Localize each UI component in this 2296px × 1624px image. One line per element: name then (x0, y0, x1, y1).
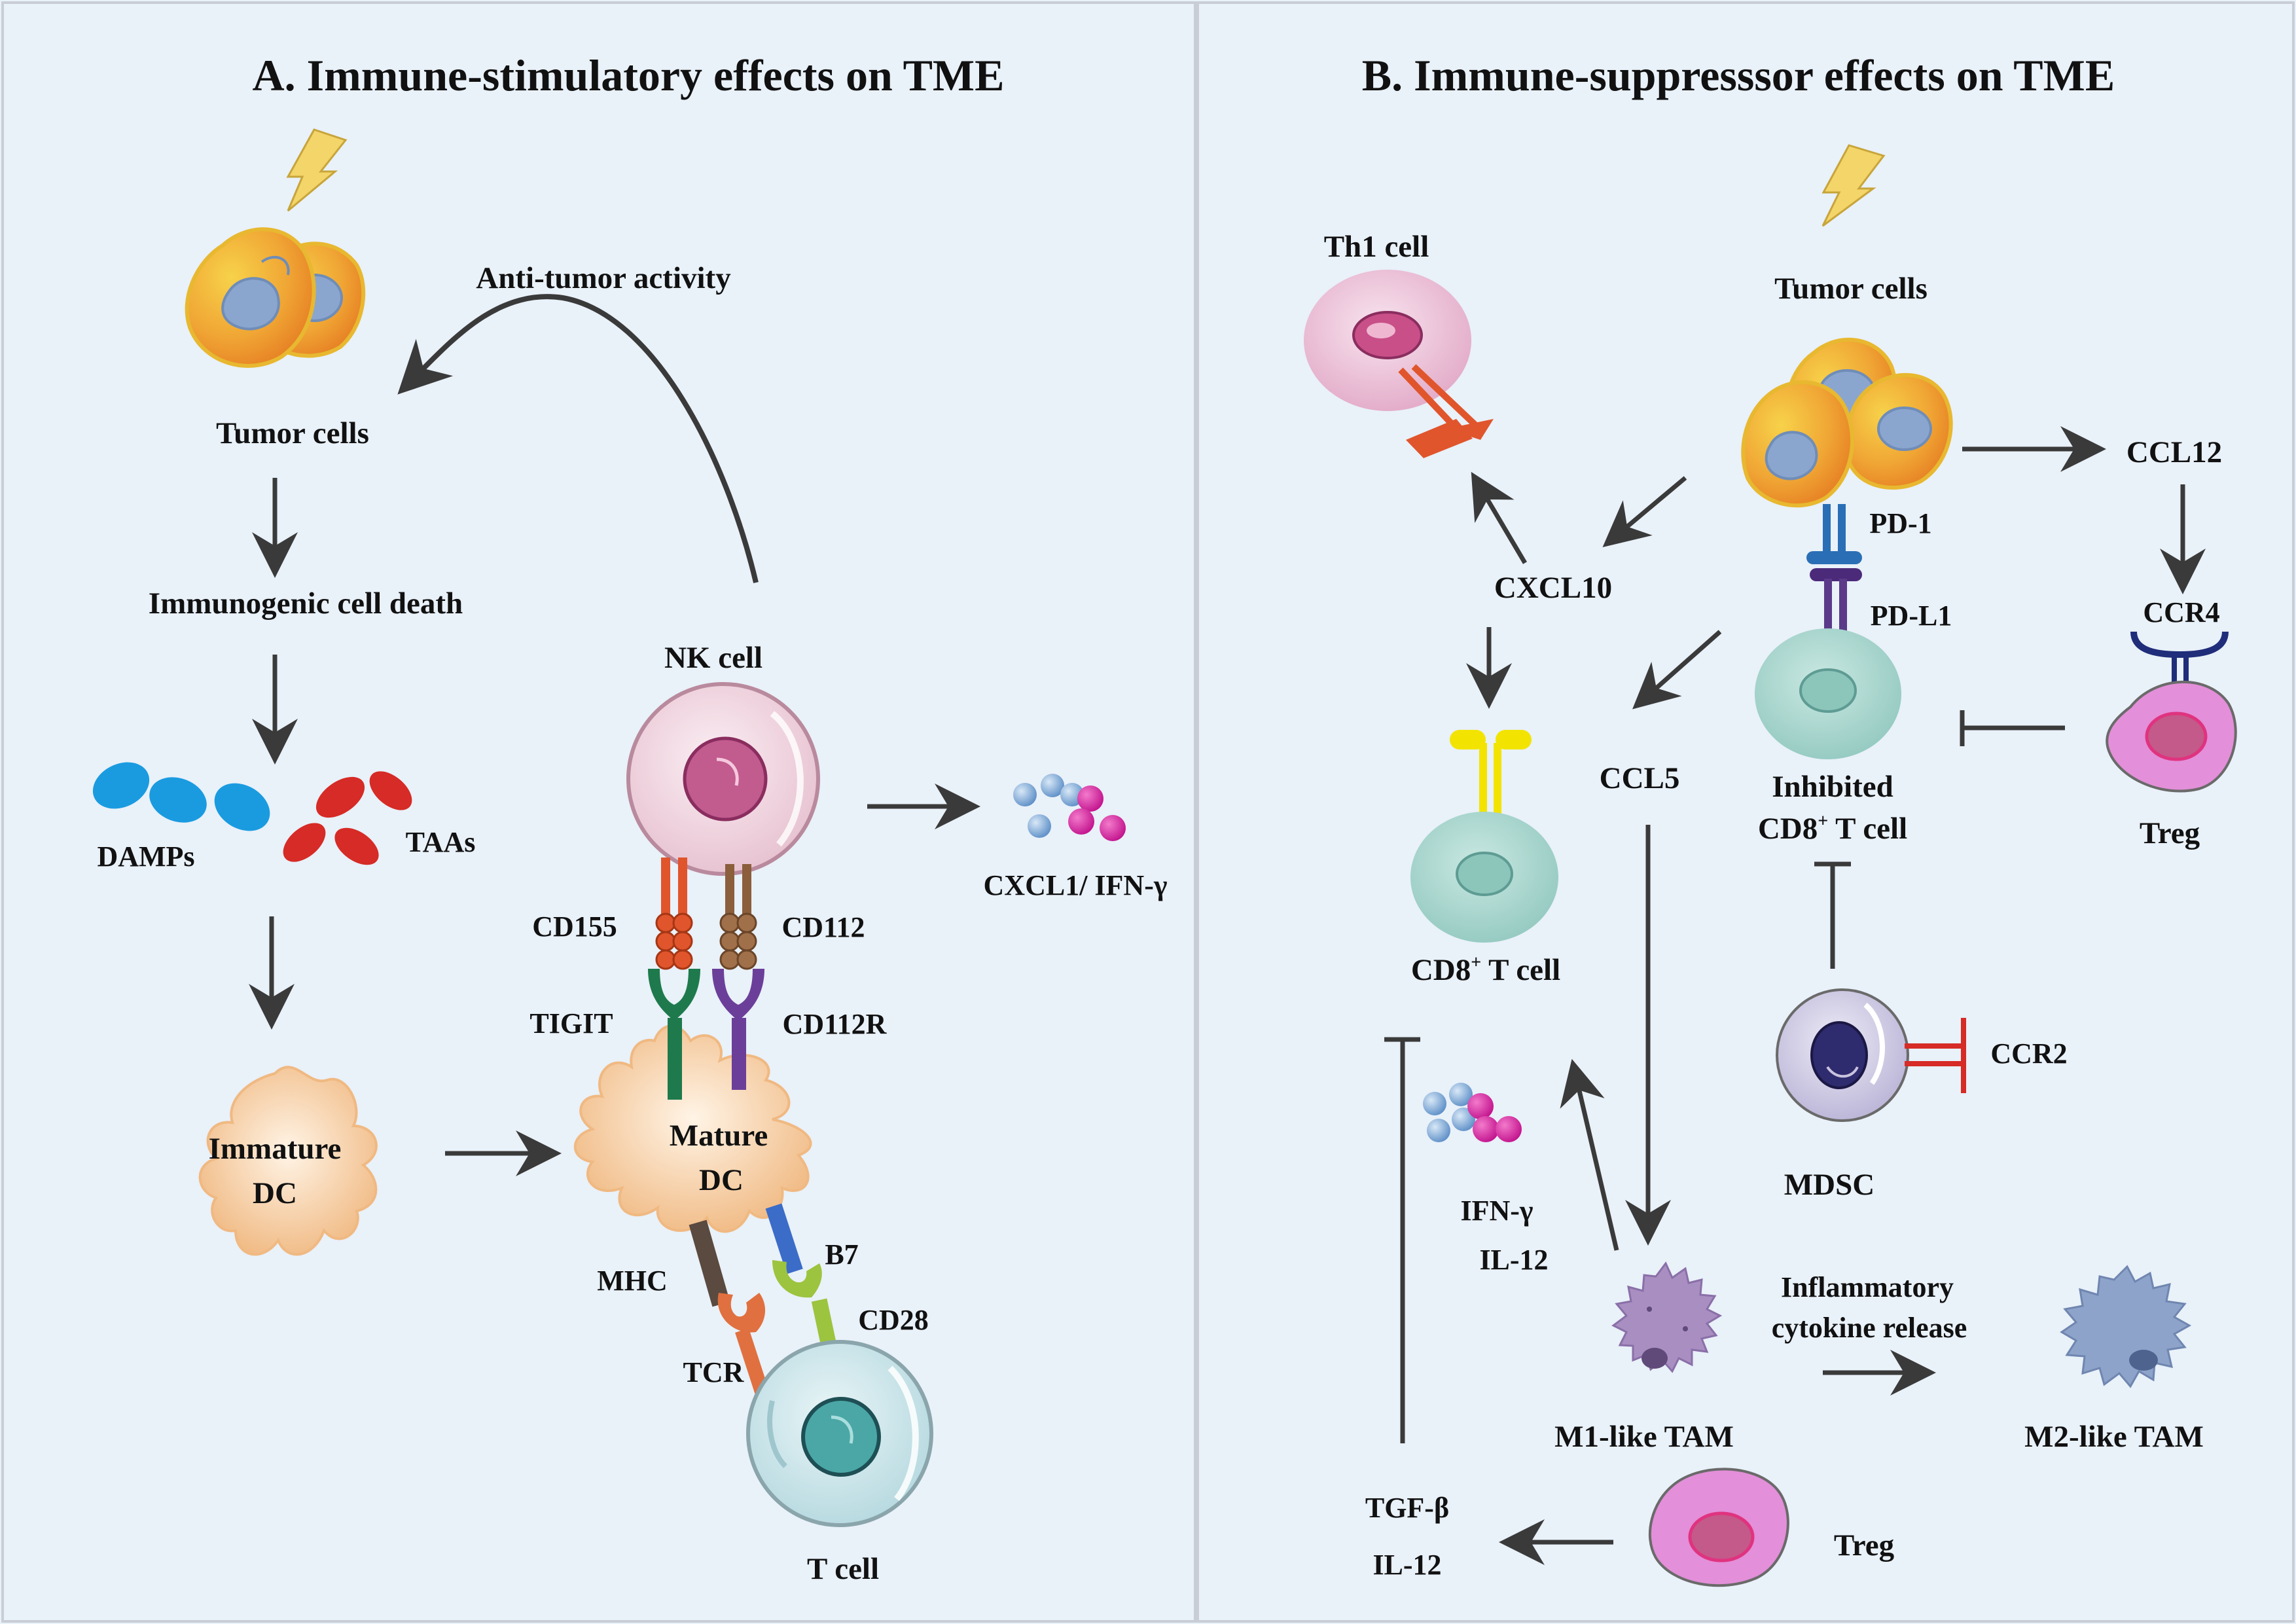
tigit-receptor (648, 969, 700, 1100)
icd-label: Immunogenic cell death (149, 586, 463, 621)
m2-tam-label: M2-like TAM (2024, 1420, 2204, 1454)
treg-bottom-cell (1648, 1468, 1789, 1587)
cytokines-a-label: CXCL1/ IFN-γ (984, 869, 1168, 901)
taas-label: TAAs (406, 826, 476, 858)
cytokine-particles-b (1423, 1083, 1522, 1142)
ccl5-label: CCL5 (1600, 761, 1680, 795)
ifn-label: IFN-γ (1460, 1195, 1533, 1227)
mdsc-label: MDSC (1784, 1168, 1874, 1202)
ccr4-label: CCR4 (2143, 596, 2219, 628)
cd112-ligand (719, 864, 757, 970)
arrow-tumor-to-cxcl10 (1602, 476, 1687, 547)
panel-b-title: B. Immune-suppresssor effects on TME (1362, 50, 2115, 100)
b7-molecule (765, 1203, 803, 1274)
treg-top-cell (2106, 631, 2237, 793)
arrow-cxcl10-to-th1 (1471, 471, 1528, 564)
mhc-label: MHC (597, 1265, 668, 1297)
treg-bottom-label: Treg (1834, 1528, 1895, 1562)
tumor-cells-b-label: Tumor cells (1774, 272, 1928, 306)
cd8-text: CD8 (1411, 953, 1471, 987)
inhibited-label-2: CD8+ T cell (1758, 811, 1907, 846)
tgfb-label: TGF-β (1365, 1492, 1449, 1524)
t-cell (746, 1340, 933, 1527)
ccl12-label: CCL12 (2126, 435, 2222, 469)
cd155-ligand (655, 857, 693, 970)
immature-dc-label-1: Immature (209, 1132, 342, 1166)
nk-cell-label: NK cell (664, 641, 762, 675)
inflam-label-1: Inflammatory (1781, 1271, 1954, 1303)
mature-dc-label-1: Mature (670, 1119, 768, 1153)
cd112r-receptor (712, 969, 764, 1090)
immature-dc-label-2: DC (253, 1176, 297, 1210)
tumor-cells-b-cluster (1741, 338, 1953, 508)
cxcl10-label: CXCL10 (1494, 571, 1612, 605)
cd112-label: CD112 (781, 911, 865, 943)
mdsc-cell (1776, 988, 1909, 1122)
cytokine-particles-a (1013, 774, 1126, 841)
il12-b-label: IL-12 (1372, 1549, 1441, 1581)
cd8-plus: + (1471, 952, 1481, 973)
inhibited-label-1: Inhibited (1772, 770, 1893, 804)
mhc-molecule (689, 1219, 730, 1307)
ccr2-label: CCR2 (1990, 1038, 2067, 1070)
b7-label: B7 (825, 1238, 858, 1271)
inhibited-cd8-cell (1755, 628, 1901, 759)
th1-cell-label: Th1 cell (1324, 230, 1429, 264)
lightning-icon (286, 128, 348, 212)
immature-dc-shape (198, 1066, 378, 1256)
tcr-label: TCR (683, 1356, 745, 1388)
il12-label: IL-12 (1479, 1244, 1548, 1276)
lightning-icon-b (1821, 144, 1886, 227)
cd155-label: CD155 (532, 911, 617, 943)
inhibited-cd8-text: CD8 (1758, 812, 1818, 846)
anti-tumor-label: Anti-tumor activity (476, 261, 731, 295)
m1-tam-cell (1611, 1261, 1723, 1373)
inhibited-tcell: T cell (1828, 812, 1907, 846)
panel-a-title: A. Immune-stimulatory effects on TME (253, 50, 1005, 100)
inhibited-plus: + (1818, 811, 1828, 831)
treg-top-label: Treg (2140, 816, 2200, 850)
cd8-label: CD8+ T cell (1411, 952, 1560, 987)
tigit-label: TIGIT (529, 1007, 613, 1039)
nk-cell (626, 682, 820, 876)
ccr2-receptor (1905, 1018, 1966, 1093)
arrow-tumor-to-ccl5 (1632, 630, 1722, 710)
cd8-tcell: T cell (1481, 953, 1560, 987)
inhibit-treg-to-cd8 (1960, 710, 2065, 746)
anti-tumor-arrow (397, 294, 759, 583)
mature-dc-label-2: DC (699, 1163, 744, 1197)
t-cell-label: T cell (807, 1552, 879, 1586)
damps-label: DAMPs (97, 840, 194, 873)
tcr-receptor (717, 1293, 769, 1395)
cd112r-label: CD112R (783, 1008, 888, 1040)
tumor-cells-label: Tumor cells (216, 416, 369, 450)
pd1-label: PD-1 (1869, 507, 1931, 539)
inflam-label-2: cytokine release (1772, 1312, 1967, 1344)
damps-particles (92, 762, 270, 831)
cd28-label: CD28 (858, 1304, 929, 1336)
m1-tam-label: M1-like TAM (1554, 1420, 1734, 1454)
pd1-molecule (1806, 504, 1862, 564)
tumor-cells-cluster (185, 227, 366, 368)
mature-dc-shape (573, 1024, 812, 1233)
taas-particles (283, 771, 412, 865)
th1-cell (1304, 270, 1494, 458)
pdl1-label: PD-L1 (1871, 600, 1952, 632)
m2-tam-cell (2060, 1265, 2192, 1388)
arrow-m1-to-cytokines (1560, 1058, 1619, 1251)
cd8-t-cell (1410, 730, 1558, 943)
